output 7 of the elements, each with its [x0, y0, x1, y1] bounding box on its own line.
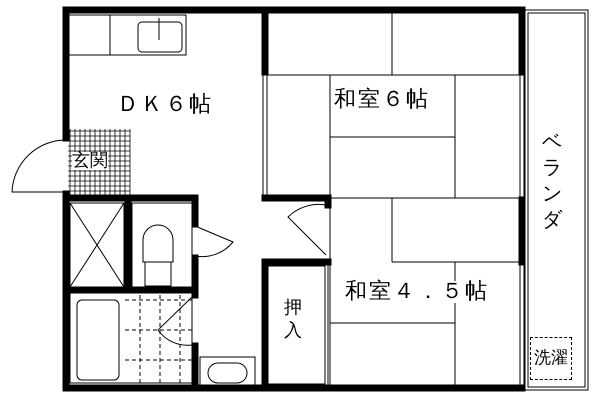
washer-space: 洗濯: [530, 337, 572, 380]
room-label: ベランダ: [542, 128, 562, 232]
room-label: 押入: [284, 296, 302, 343]
room-label: ＤＫ６帖: [117, 94, 213, 116]
room-label: 和室６帖: [334, 89, 430, 111]
room-label: 玄関: [72, 152, 108, 170]
room-label: 和室４．５帖: [345, 281, 489, 303]
